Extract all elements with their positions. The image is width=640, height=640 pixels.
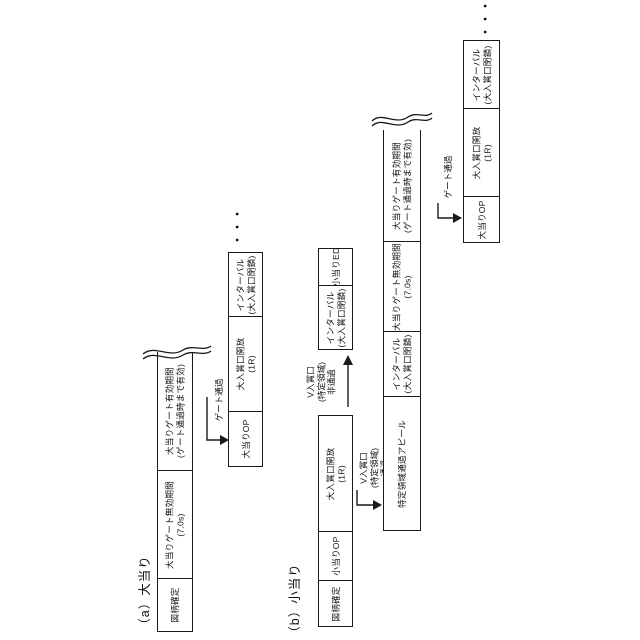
continuation-dots-a: ・・・ xyxy=(231,206,244,246)
segment-symbol-fixed: 図柄確定 xyxy=(158,579,192,631)
segment-sublabel: (1R) xyxy=(245,355,256,373)
segment-label: 図柄確定 xyxy=(330,585,341,622)
segment-sublabel: (1R) xyxy=(481,143,492,162)
segment-jackpot-gate-invalid-period: 大当りゲート無効期間 (7.0s) xyxy=(384,242,420,332)
segment-sublabel: (ゲート通過時まで有効) xyxy=(402,138,412,233)
segment-sublabel: (大入賞口閉鎖) xyxy=(245,255,256,314)
gate-pass-arrow-a xyxy=(206,397,229,445)
segment-sublabel: (ゲート通過時まで有効) xyxy=(175,363,185,459)
timeline-bar-b2: 特定領域通過アピール インターバル (大入賞口閉鎖) 大当りゲート無効期間 (7… xyxy=(383,130,421,531)
segment-interval: インターバル (大入賞口閉鎖) xyxy=(464,41,499,109)
segment-small-win-op: 小当りOP xyxy=(319,532,352,581)
gate-pass-arrow-b xyxy=(437,203,462,223)
segment-label: 大入賞口開放 xyxy=(325,447,335,500)
segment-small-win-ed: 小当りED xyxy=(319,247,352,287)
segment-label: 大当りOP xyxy=(476,199,487,240)
timeline-bar-b1: 図柄確定 小当りOP 大入賞口開放 (1R) xyxy=(318,415,353,627)
segment-sublabel: (7.0s) xyxy=(175,512,185,537)
v-pass-line1: V入賞口 xyxy=(358,452,369,484)
v-nopass-label: V入賞口 (特定領域) 非通過 xyxy=(305,362,337,402)
segment-interval: インターバル (大入賞口閉鎖) xyxy=(384,332,420,397)
diagram-b-label: （b）小当り xyxy=(287,563,302,639)
timeline-bar-b1b: インターバル (大入賞口閉鎖) 小当りED xyxy=(318,248,353,350)
segment-label: インターバル xyxy=(325,291,335,344)
v-pass-arrow xyxy=(356,490,382,510)
segment-label: 大当りゲート無効期間 xyxy=(164,480,175,569)
segment-label: 大当りOP xyxy=(240,419,251,459)
diagram-a-label: （a）大当り xyxy=(137,555,152,631)
v-nopass-line2: (特定領域) xyxy=(315,361,326,403)
v-nopass-line1: V入賞口 xyxy=(305,366,316,398)
segment-big-prize-open: 大入賞口開放 (1R) xyxy=(319,416,352,532)
segment-symbol-fixed: 図柄確定 xyxy=(319,581,352,626)
gate-pass-label-a: ゲート通過 xyxy=(213,378,224,422)
segment-sublabel: (大入賞口閉鎖) xyxy=(402,334,412,394)
segment-jackpot-gate-valid-period: 大当りゲート有効期間 (ゲート通過時まで有効) xyxy=(384,130,420,242)
segment-label: インターバル xyxy=(391,337,402,391)
segment-label: 大入賞口開放 xyxy=(471,126,481,179)
segment-sublabel: (大入賞口閉鎖) xyxy=(335,288,346,347)
segment-specific-area-pass-appeal: 特定領域通過アピール xyxy=(384,397,420,530)
v-pass-line2: (特定領域) xyxy=(368,447,379,489)
segment-label: 大当りゲート有効期間 xyxy=(391,141,402,230)
segment-label: 大当りゲート無効期間 xyxy=(391,242,402,331)
break-squiggle-b xyxy=(371,112,433,127)
continuation-dots-b: ・・・ xyxy=(479,0,492,38)
segment-big-prize-open: 大入賞口開放 (1R) xyxy=(229,317,262,412)
segment-sublabel: (1R) xyxy=(335,464,346,483)
segment-jackpot-gate-invalid-period: 大当りゲート無効期間 (7.0s) xyxy=(158,471,192,579)
segment-label: 小当りOP xyxy=(330,536,341,576)
break-squiggle-a xyxy=(142,345,212,360)
segment-label: 小当りED xyxy=(330,247,341,287)
v-nopass-line3: 非通過 xyxy=(326,369,337,395)
segment-jackpot-op: 大当りOP xyxy=(229,412,262,466)
timeline-bar-a1: 図柄確定 大当りゲート無効期間 (7.0s) 大当りゲート有効期間 (ゲート通過… xyxy=(157,352,193,632)
segment-big-prize-open: 大入賞口開放 (1R) xyxy=(464,109,499,197)
segment-sublabel: (7.0s) xyxy=(402,274,412,299)
timeline-bar-a2: 大当りOP 大入賞口開放 (1R) インターバル (大入賞口閉鎖) xyxy=(228,252,263,467)
segment-sublabel: (大入賞口閉鎖) xyxy=(481,45,492,104)
segment-jackpot-gate-valid-period: 大当りゲート有効期間 (ゲート通過時まで有効) xyxy=(158,352,192,471)
v-nopass-arrow xyxy=(343,355,353,407)
segment-label: 大入賞口開放 xyxy=(235,337,245,391)
segment-label: 大当りゲート有効期間 xyxy=(164,367,175,455)
gate-pass-label-b: ゲート通過 xyxy=(442,155,453,199)
segment-label: 図柄確定 xyxy=(169,587,180,623)
segment-label: インターバル xyxy=(235,258,245,311)
segment-label: インターバル xyxy=(471,48,481,101)
timeline-bar-b3: 大当りOP 大入賞口開放 (1R) インターバル (大入賞口閉鎖) xyxy=(463,40,500,243)
segment-label: 特定領域通過アピール xyxy=(396,419,407,508)
segment-interval: インターバル (大入賞口閉鎖) xyxy=(319,286,352,349)
segment-jackpot-op: 大当りOP xyxy=(464,197,499,242)
segment-interval: インターバル (大入賞口閉鎖) xyxy=(229,253,262,317)
